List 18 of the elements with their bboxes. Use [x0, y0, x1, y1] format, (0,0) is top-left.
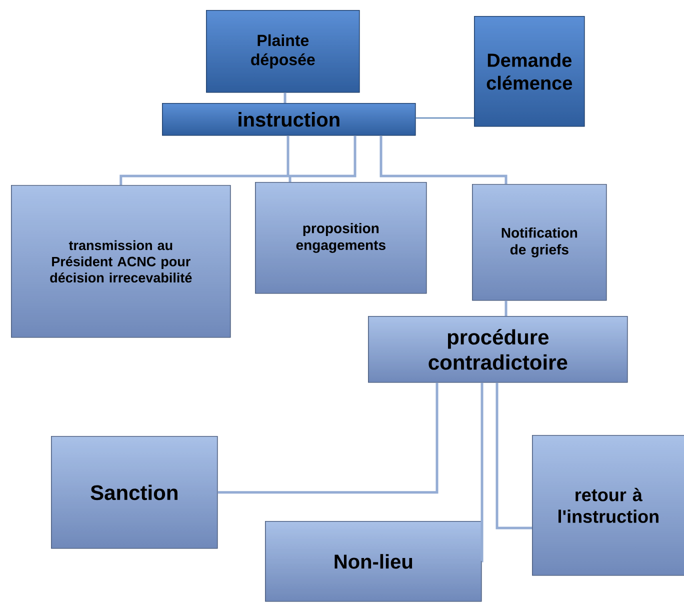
process-box: Plainte déposée	[206, 10, 360, 93]
process-box: retour à l'instruction	[532, 435, 684, 576]
process-box: procédure contradictoire	[368, 316, 628, 383]
connector-line	[380, 136, 508, 184]
connector-line	[120, 136, 290, 185]
process-box: proposition engagements	[255, 182, 427, 294]
connector-line	[496, 382, 532, 530]
connector-line	[284, 92, 286, 103]
process-box: Demande clémence	[474, 16, 585, 127]
connector-line	[288, 136, 356, 182]
process-box: instruction	[162, 103, 416, 136]
process-box: Non-lieu	[265, 521, 482, 602]
connector-line	[504, 300, 508, 316]
connector-line	[480, 382, 484, 562]
process-box: transmission au Président ACNC pour décision irrecevabilité	[11, 185, 231, 338]
process-box: Notification de griefs	[472, 184, 607, 301]
process-box: Sanction	[51, 436, 218, 549]
connector-line	[218, 382, 438, 494]
